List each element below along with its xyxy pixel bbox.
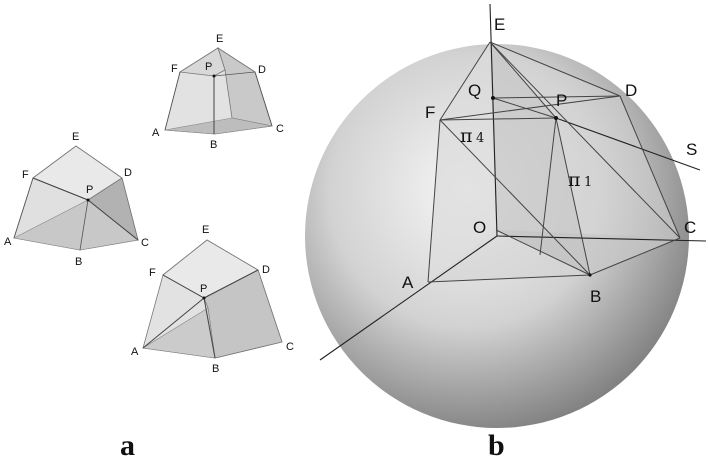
label-left-A: A	[4, 236, 12, 248]
label-b-S: S	[686, 140, 697, 159]
label-pi4: π 4	[460, 125, 484, 147]
panel-a: E F P D A B C E F D P A B C	[4, 33, 294, 461]
point-B	[588, 273, 592, 277]
label-bottom-F: F	[149, 267, 156, 279]
label-top-B: B	[210, 139, 217, 151]
label-b-B: B	[590, 287, 601, 306]
label-pi1: π 1	[568, 169, 592, 191]
label-b-P: P	[556, 91, 567, 110]
label-top-A: A	[152, 127, 160, 139]
label-top-F: F	[171, 63, 178, 75]
label-top-P: P	[205, 61, 212, 73]
solid-edges	[427, 41, 681, 283]
svg-text:π: π	[568, 169, 581, 191]
point-P	[554, 116, 558, 120]
label-bottom-D: D	[262, 264, 270, 276]
panel-b: E Q P D F S O C A B π 4 π 1 b	[305, 3, 707, 461]
polyhedron-bottom: E F D P A B C	[131, 224, 294, 375]
label-top-E: E	[216, 33, 223, 45]
label-left-E: E	[72, 131, 79, 143]
axis-PS	[555, 117, 701, 171]
svg-text:π: π	[460, 125, 473, 147]
svg-text:1: 1	[584, 175, 592, 190]
label-b-C: C	[684, 218, 696, 237]
axis-OA	[319, 235, 498, 361]
label-bottom-P: P	[200, 283, 207, 295]
label-left-F: F	[22, 169, 29, 181]
label-left-C: C	[141, 237, 149, 249]
label-bottom-C: C	[286, 341, 294, 353]
label-bottom-E: E	[202, 224, 209, 236]
label-bottom-A: A	[131, 346, 139, 358]
label-b-D: D	[625, 81, 637, 100]
label-bottom-B: B	[212, 363, 219, 375]
label-b-E: E	[494, 15, 505, 34]
label-top-D: D	[258, 64, 266, 76]
polyhedron-left: E F D P A B C	[4, 131, 149, 268]
svg-text:4: 4	[476, 131, 484, 146]
label-top-C: C	[276, 123, 284, 135]
label-left-P: P	[86, 184, 93, 196]
caption-a: a	[120, 429, 135, 461]
label-b-O: O	[473, 218, 486, 237]
label-b-F: F	[425, 103, 435, 122]
polyhedron-top: E F P D A B C	[152, 33, 284, 151]
caption-b: b	[488, 429, 505, 461]
label-b-Q: Q	[468, 81, 481, 100]
axis-OC	[496, 235, 707, 242]
label-left-B: B	[75, 256, 82, 268]
label-b-A: A	[402, 273, 414, 292]
point-Q	[491, 96, 495, 100]
label-left-D: D	[124, 167, 132, 179]
